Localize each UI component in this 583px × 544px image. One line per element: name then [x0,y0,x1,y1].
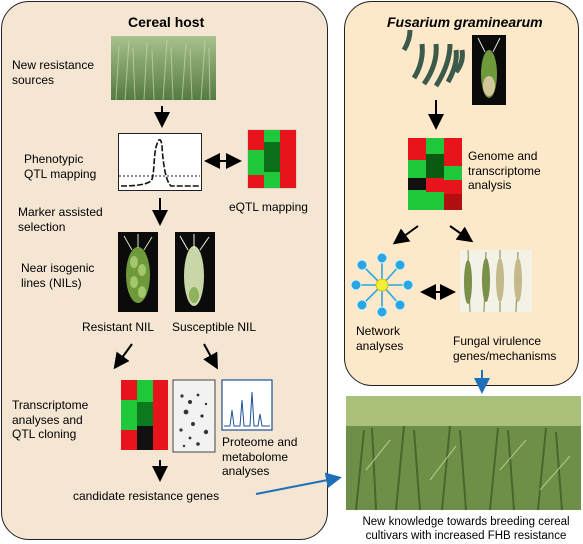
phenotypic-qtl-label: Phenotypic QTL mapping [24,152,97,181]
arrow-resistant-down [113,343,133,370]
new-resistance-sources-label: New resistance sources [12,58,95,87]
network-icon [350,252,414,318]
transcriptome-label: Transcriptome analyses and QTL cloning [12,398,89,441]
near-isogenic-label: Near isogenic lines (NILs) [21,261,95,290]
wheat-spike-photo-resistant [118,232,158,312]
candidate-genes-label: candidate resistance genes [73,489,220,503]
wheat-field-photo [111,36,216,100]
wheat-spike-photo-susceptible [175,232,215,312]
marker-assisted-label: Marker assisted selection [18,205,103,234]
heatmap-icon-eqtl [247,129,297,189]
heatmap-icon-transcriptome [121,380,168,450]
cereal-host-title: Cereal host [128,14,205,30]
arrow-genome-to-virulence [449,225,474,243]
genome-transcriptome-label: Genome and transcriptome analysis [468,149,541,192]
field-photo [346,396,581,511]
spores-icon [401,29,465,88]
spectrum-icon [221,379,273,431]
arrow-susceptible-down [203,343,218,370]
qtl-plot-icon [118,133,202,191]
fungal-virulence-label: Fungal virulence genes/mechanisms [453,334,557,363]
caption: New knowledge towards breeding cereal cu… [362,516,570,542]
fusarium-title: Fusarium graminearum [387,14,543,30]
arrow-candidate-to-field [255,472,342,495]
proteome-label: Proteome and metabolome analyses [222,435,298,478]
fungal-virulence-photo [460,249,532,313]
heatmap-icon-genome [408,138,462,210]
network-analyses-label: Network analyses [356,324,404,353]
gel-icon [172,379,216,453]
resistant-nil-label: Resistant NIL [82,320,155,334]
fusarium-spike-photo [472,35,506,105]
arrow-genome-to-network [392,225,419,245]
eqtl-mapping-label: eQTL mapping [229,200,308,214]
susceptible-nil-label: Susceptible NIL [172,320,257,334]
